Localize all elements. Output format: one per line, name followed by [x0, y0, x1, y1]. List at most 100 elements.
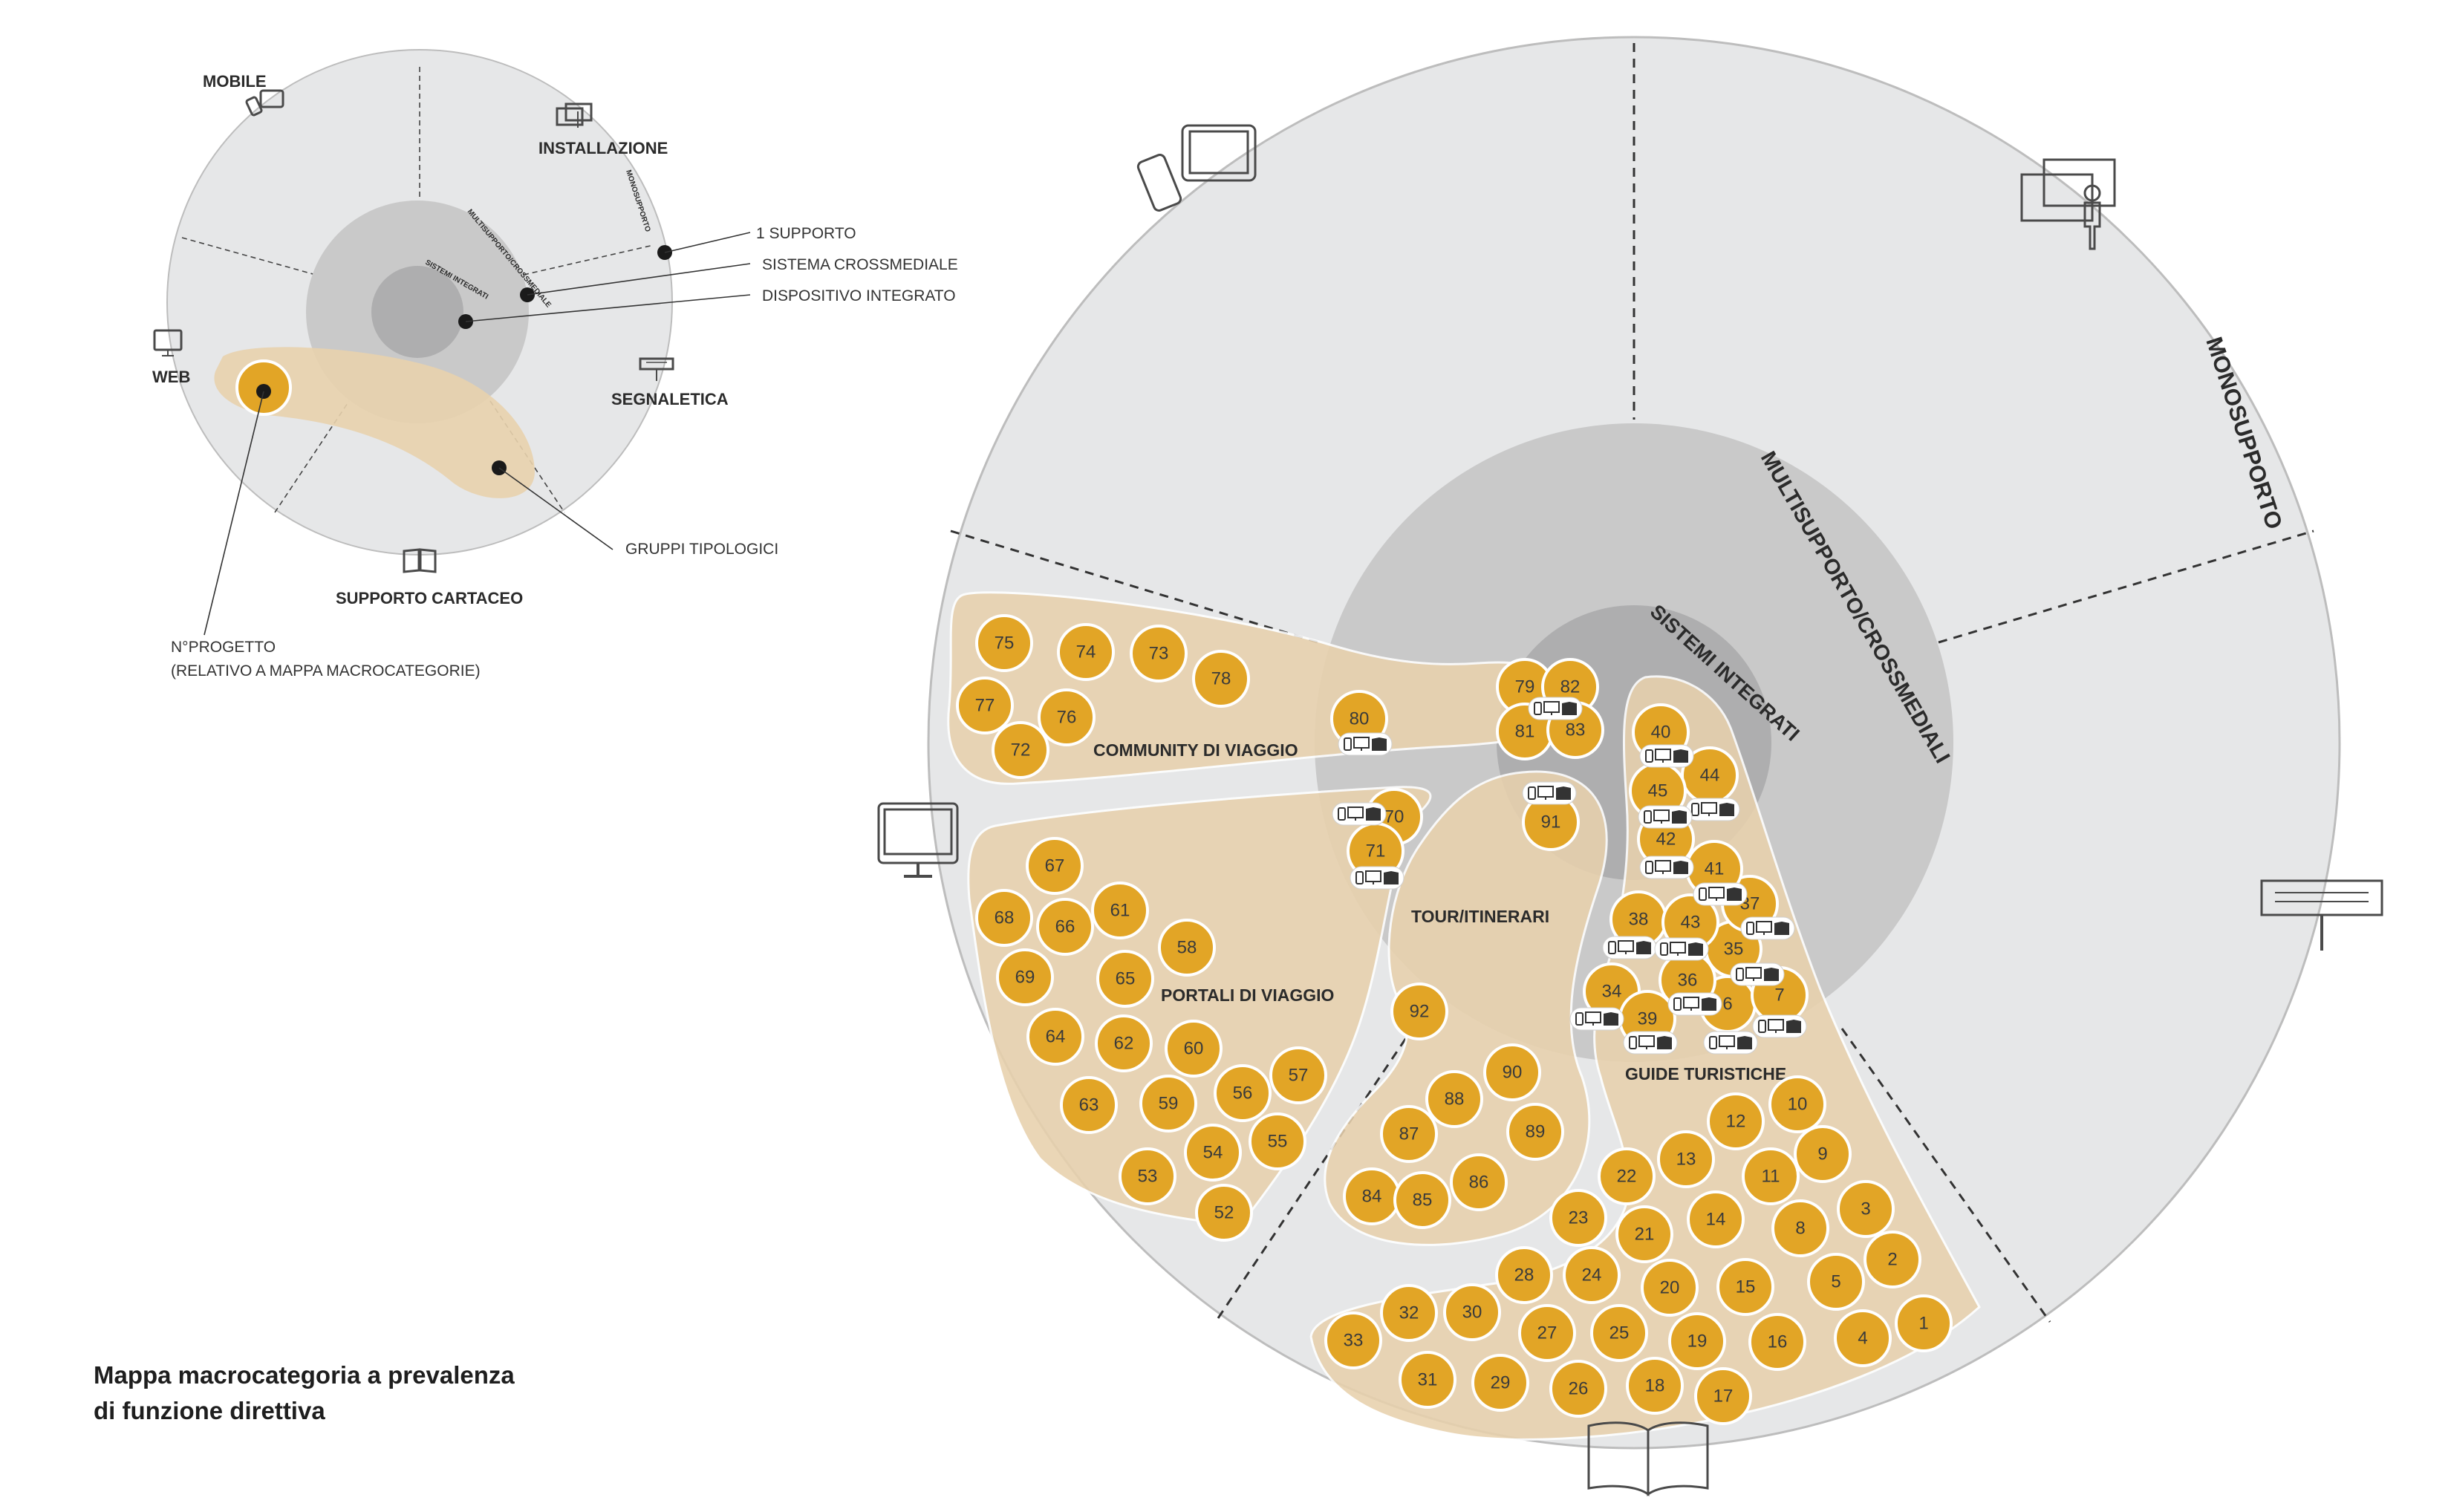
- signage-icon: [2260, 879, 2383, 951]
- project-node-88: 88: [1425, 1070, 1483, 1128]
- project-node-circle: [1641, 1259, 1699, 1317]
- project-node-21: 21: [1615, 1205, 1673, 1263]
- media-badge-icon: [1528, 697, 1583, 720]
- project-node-26: 26: [1549, 1360, 1607, 1418]
- project-node-circle: [1269, 1046, 1327, 1104]
- project-node-number: 7: [1774, 985, 1784, 1006]
- project-node-number: 34: [1602, 982, 1622, 1002]
- project-node-circle: [1184, 1124, 1242, 1182]
- project-node-circle: [1495, 1246, 1553, 1304]
- project-node-number: 66: [1055, 917, 1075, 937]
- callout-relativo: (RELATIVO A MAPPA MACROCATEGORIE): [171, 662, 481, 680]
- legend-integrated-core: [371, 266, 463, 358]
- callout-dispositivo-integrato: DISPOSITIVO INTEGRATO: [762, 287, 956, 304]
- project-node-circle: [1324, 1311, 1382, 1369]
- project-node-75: 75: [975, 614, 1033, 672]
- project-node-number: 14: [1706, 1210, 1726, 1230]
- project-node-44: 44: [1681, 746, 1739, 804]
- label-guide-turistiche: GUIDE TURISTICHE: [1625, 1064, 1786, 1084]
- project-node-circle: [1768, 1075, 1826, 1133]
- legend-label-mobile: MOBILE: [203, 72, 267, 91]
- project-node-3: 3: [1837, 1180, 1895, 1238]
- project-node-number: 23: [1569, 1208, 1589, 1228]
- media-badge-icon: [1522, 781, 1577, 805]
- project-node-circle: [1807, 1253, 1865, 1311]
- media-badge-icon: [1740, 916, 1795, 940]
- project-node-56: 56: [1214, 1064, 1272, 1122]
- project-node-circle: [1380, 1105, 1438, 1163]
- project-node-63: 63: [1060, 1076, 1118, 1134]
- project-node-89: 89: [1506, 1103, 1564, 1161]
- project-node-number: 31: [1418, 1370, 1438, 1390]
- project-node-circle: [1390, 983, 1448, 1040]
- project-node-circle: [1192, 650, 1250, 708]
- project-node-circle: [1096, 950, 1154, 1008]
- project-node-circle: [1694, 1367, 1752, 1425]
- project-node-number: 40: [1651, 723, 1671, 743]
- project-node-30: 30: [1443, 1283, 1501, 1341]
- project-node-22: 22: [1598, 1147, 1656, 1205]
- media-badge-icon: [1654, 937, 1709, 961]
- project-node-number: 78: [1211, 669, 1231, 689]
- project-node-number: 68: [995, 908, 1015, 928]
- project-node-circle: [1038, 688, 1096, 746]
- project-node-circle: [1095, 1014, 1153, 1072]
- legend-mobile-icon: [245, 89, 284, 117]
- project-node-65: 65: [1096, 950, 1154, 1008]
- project-node-circle: [1615, 1205, 1673, 1263]
- media-badge-icon: [1602, 936, 1657, 959]
- project-node-circle: [1748, 1313, 1806, 1371]
- project-node-circle: [1139, 1075, 1197, 1133]
- project-node-17: 17: [1694, 1367, 1752, 1425]
- media-badge-icon: [1332, 802, 1387, 826]
- project-node-circle: [1249, 1112, 1306, 1170]
- project-node-number: 57: [1289, 1066, 1309, 1086]
- project-node-number: 11: [1762, 1167, 1780, 1187]
- project-node-circle: [1036, 898, 1094, 956]
- project-node-5: 5: [1807, 1253, 1865, 1311]
- project-node-circle: [996, 948, 1054, 1006]
- project-node-circle: [1130, 625, 1188, 682]
- project-node-number: 74: [1076, 642, 1096, 662]
- project-node-4: 4: [1834, 1309, 1892, 1367]
- project-node-number: 63: [1079, 1095, 1099, 1115]
- project-node-number: 43: [1681, 913, 1701, 933]
- media-badge-icon: [1730, 962, 1785, 986]
- project-node-11: 11: [1742, 1147, 1800, 1205]
- project-node-53: 53: [1119, 1147, 1176, 1205]
- main-diagram: MONOSUPPORTO MULTISUPPORTO/CROSSMEDIALI …: [877, 36, 2383, 1496]
- project-node-number: 33: [1344, 1331, 1364, 1351]
- legend-diagram: 1 SUPPORTO SISTEMA CROSSMEDIALE DISPOSIT…: [152, 49, 958, 680]
- installation-icon: [2020, 158, 2116, 250]
- project-node-circle: [1060, 1076, 1118, 1134]
- project-node-74: 74: [1057, 623, 1115, 681]
- project-node-number: 26: [1569, 1379, 1589, 1399]
- project-node-33: 33: [1324, 1311, 1382, 1369]
- project-node-90: 90: [1483, 1043, 1541, 1101]
- project-node-27: 27: [1518, 1304, 1576, 1362]
- label-portali-di-viaggio: PORTALI DI VIAGGIO: [1161, 985, 1334, 1005]
- project-node-number: 28: [1514, 1265, 1534, 1285]
- project-node-number: 42: [1656, 830, 1676, 850]
- media-badge-icon: [1638, 805, 1693, 829]
- project-node-number: 90: [1503, 1063, 1523, 1083]
- project-node-58: 58: [1158, 919, 1216, 977]
- project-node-29: 29: [1471, 1354, 1529, 1412]
- project-node-circle: [1895, 1294, 1953, 1352]
- project-node-circle: [1598, 1147, 1656, 1205]
- project-node-number: 80: [1350, 709, 1370, 729]
- project-node-circle: [1450, 1153, 1508, 1211]
- project-node-circle: [1443, 1283, 1501, 1341]
- media-badge-icon: [1693, 882, 1748, 906]
- project-node-number: 30: [1462, 1303, 1482, 1323]
- media-badge-icon: [1350, 866, 1404, 890]
- project-node-circle: [1506, 1103, 1564, 1161]
- project-node-13: 13: [1657, 1130, 1715, 1188]
- project-node-circle: [1091, 882, 1149, 939]
- media-badges: [1332, 697, 1807, 1055]
- callout-sistema-crossmediale: SISTEMA CROSSMEDIALE: [762, 256, 958, 273]
- project-node-87: 87: [1380, 1105, 1438, 1163]
- project-node-76: 76: [1038, 688, 1096, 746]
- project-node-circle: [1657, 1130, 1715, 1188]
